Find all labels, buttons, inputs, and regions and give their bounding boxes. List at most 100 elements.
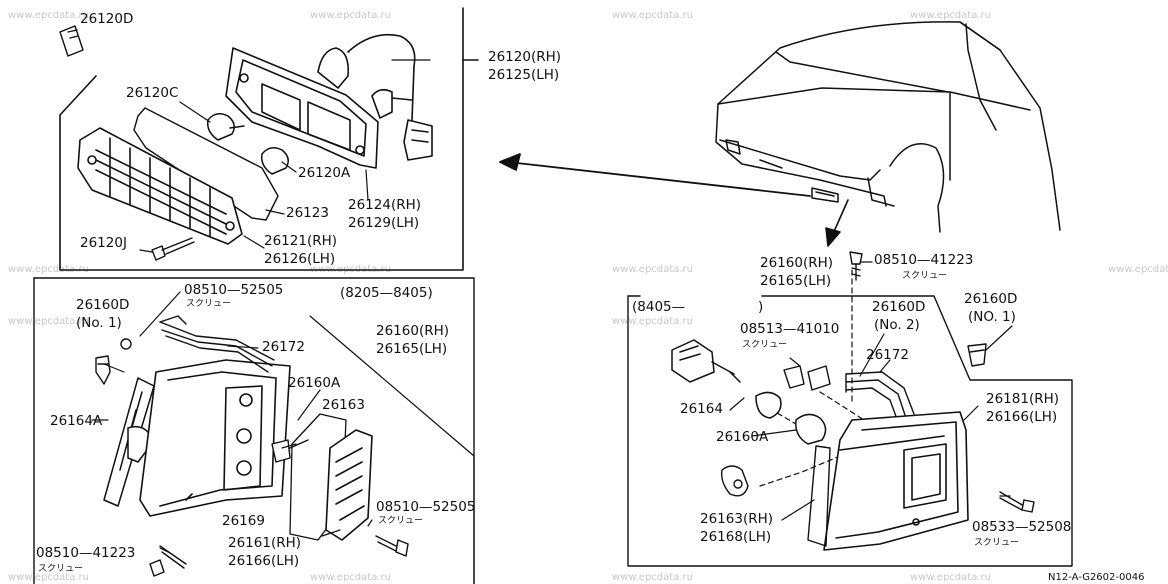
- clip-26160D-no1: [95, 338, 132, 385]
- watermark: www.epcdata.ru: [8, 316, 89, 327]
- callout-26120C: 26120C: [126, 85, 179, 101]
- date-range-label: (8205—8405): [340, 285, 433, 301]
- seal-piece: [720, 465, 749, 497]
- callout-26120D: 26120D: [80, 11, 134, 27]
- harness-26172-left: [159, 315, 275, 373]
- callout-26168-lh: 26168(LH): [700, 529, 772, 545]
- callout-26124-rh: 26124(RH): [348, 197, 422, 213]
- watermark: www.epcdata.ru: [1108, 264, 1168, 275]
- bottom-left-leaders: [91, 291, 373, 553]
- gasket-26163-right: [807, 445, 831, 547]
- screw-note: スクリュー: [378, 516, 424, 526]
- screw-08533-52508: [999, 491, 1035, 513]
- clip-26160D-no1-right: [967, 343, 987, 367]
- callout-26164A: 26164A: [50, 413, 103, 429]
- screw-note: スクリュー: [186, 299, 232, 309]
- gasket-26123: [133, 107, 279, 221]
- range-divider: [309, 315, 475, 584]
- watermark: www.epcdata.ru: [8, 572, 89, 583]
- callout-26120A: 26120A: [298, 165, 351, 181]
- reference-code: N12-A-G2602-0046: [1048, 572, 1145, 583]
- callout-26163-rh: 26163(RH): [700, 511, 774, 527]
- watermark: www.epcdata.ru: [8, 10, 89, 21]
- lens-26161-left: [325, 429, 373, 541]
- arrow-to-corner-lamp: [825, 199, 849, 247]
- bulb-26160A-right: [795, 413, 827, 445]
- socket-26160A-left: [271, 439, 309, 463]
- callout-26160A-left: 26160A: [288, 375, 341, 391]
- clip-26120D: [59, 25, 84, 57]
- dashed-leader: [759, 455, 841, 487]
- screw-08510-52505: [375, 535, 409, 557]
- callout-no2: (No. 2): [874, 317, 920, 333]
- bracket-26164A: [103, 377, 155, 507]
- screw-note: スクリュー: [742, 340, 788, 350]
- callout-08513-41010: 08513—41010: [740, 321, 840, 337]
- callout-26164: 26164: [680, 401, 723, 417]
- callout-26166-lh-right: 26166(LH): [986, 409, 1058, 425]
- callout-26161-rh-left: 26161(RH): [228, 535, 302, 551]
- callout-26169: 26169: [222, 513, 265, 529]
- top-left-frame: [59, 7, 464, 271]
- corner-lamp-26181-right: [823, 411, 969, 551]
- callout-26160D-left: 26160D: [76, 297, 130, 313]
- callout-26160D-no1-right: 26160D: [964, 291, 1018, 307]
- callout-08510-52505-b: 08510—52505: [376, 499, 476, 515]
- watermark: www.epcdata.ru: [612, 316, 693, 327]
- watermark: www.epcdata.ru: [612, 264, 693, 275]
- callout-26165-lh-right: 26165(LH): [760, 273, 832, 289]
- watermark: www.epcdata.ru: [612, 572, 693, 583]
- screw-note: スクリュー: [902, 271, 948, 281]
- watermark: www.epcdata.ru: [310, 10, 391, 21]
- callout-26123: 26123: [286, 205, 329, 221]
- screw-26120J: [151, 237, 195, 261]
- callout-26129-lh: 26129(LH): [348, 215, 420, 231]
- clip-08513-41010: [783, 365, 831, 391]
- callout-no1-right: (NO. 1): [968, 309, 1016, 325]
- callout-26125-lh: 26125(LH): [488, 67, 560, 83]
- harness-26172-right: [845, 371, 915, 423]
- screw-note: スクリュー: [38, 564, 84, 574]
- arrow-to-front-lamp: [499, 153, 811, 197]
- callout-26121-rh: 26121(RH): [264, 233, 338, 249]
- socket-26164: [671, 339, 782, 419]
- car-front-view: [715, 21, 1061, 233]
- watermark: www.epcdata.ru: [910, 10, 991, 21]
- callout-26181-rh: 26181(RH): [986, 391, 1060, 407]
- bulb-26120A: [260, 147, 289, 175]
- callout-no1-left: (No. 1): [76, 315, 122, 331]
- right-frame: [627, 295, 1073, 567]
- watermark: www.epcdata.ru: [910, 572, 991, 583]
- callout-08510-52505-a: 08510—52505: [184, 282, 284, 298]
- watermark: www.epcdata.ru: [612, 10, 693, 21]
- callout-26160-rh-right: 26160(RH): [760, 255, 834, 271]
- dashed-leader: [819, 391, 897, 437]
- callout-26166-lh-left: 26166(LH): [228, 553, 300, 569]
- top-leaders: [139, 59, 431, 253]
- callout-08510-41223-left: 08510—41223: [36, 545, 136, 561]
- watermark: www.epcdata.ru: [310, 572, 391, 583]
- callout-26165-lh-left: 26165(LH): [376, 341, 448, 357]
- callout-08510-41223-right: 08510—41223: [874, 252, 974, 268]
- lamp-housing-26120: [225, 33, 433, 169]
- date-range-right: (8405—: [632, 299, 686, 315]
- callout-26160-rh-left: 26160(RH): [376, 323, 450, 339]
- callout-26172-left: 26172: [262, 339, 305, 355]
- callout-26120-rh: 26120(RH): [488, 49, 562, 65]
- bulb-26120C: [206, 113, 245, 141]
- callout-08533-52508: 08533—52508: [972, 519, 1072, 535]
- right-leaders: [729, 261, 1013, 521]
- screw-top-right: [849, 251, 863, 281]
- screw-note: スクリュー: [974, 538, 1020, 548]
- date-range-right-close: ): [758, 299, 764, 315]
- callout-26160A-right: 26160A: [716, 429, 769, 445]
- callout-26120J: 26120J: [80, 235, 127, 251]
- watermark: www.epcdata.ru: [8, 264, 89, 275]
- callout-26126-lh: 26126(LH): [264, 251, 336, 267]
- screw-08510-41223: [149, 545, 187, 577]
- callout-26163-left: 26163: [322, 397, 365, 413]
- callout-26160D-no2: 26160D: [872, 299, 926, 315]
- callout-26172-right: 26172: [866, 347, 909, 363]
